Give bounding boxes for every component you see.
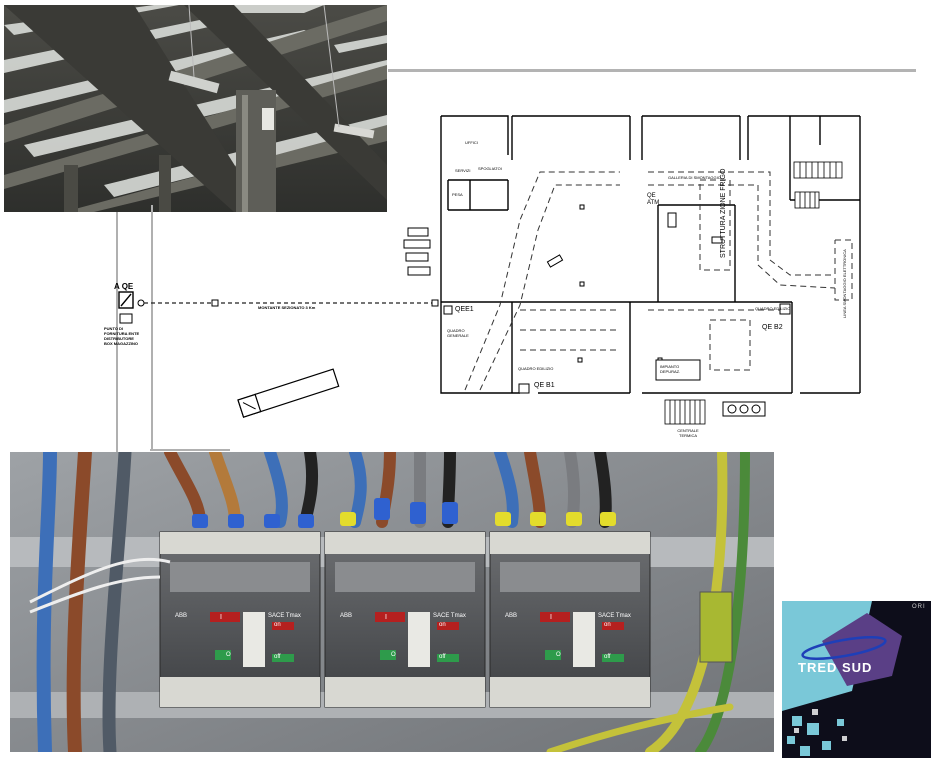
breaker-3-i: I [550, 614, 552, 621]
impianto-label: IMPIANTO DEPURAZ. [660, 364, 681, 374]
servizi-label: SERVIZI [455, 168, 471, 173]
ceiling-photo [4, 4, 387, 212]
breaker-1-off: off [274, 654, 281, 660]
breaker-3-on: on [604, 622, 611, 628]
spogliatoi-label: SPOGLIATOI [478, 166, 502, 171]
breaker-3-brand: ABB [505, 613, 518, 619]
breaker-1-model: SACE Tmax [268, 613, 301, 619]
logo-name: TRED SUD [798, 660, 873, 675]
breaker-1-o: O [226, 652, 231, 658]
quadro1-label: QUADRO GENERALE [447, 328, 469, 338]
qeb1-label: QE B1 [534, 382, 555, 389]
breaker-3-off: off [604, 654, 611, 660]
breaker-2-on: on [439, 622, 446, 628]
company-logo [782, 601, 931, 758]
breaker-2-o: O [391, 652, 396, 658]
qee1-label: QEE1 [455, 306, 474, 313]
ae-label: A QE [114, 282, 134, 291]
breaker-1-brand: ABB [175, 613, 188, 619]
ae-note: PUNTO DI FORNITURA ENTE DISTRIBUTORE BOX… [104, 326, 140, 346]
qe-atm-label: QE ATM [647, 193, 660, 206]
breaker-photo [10, 452, 774, 752]
quadro-b1-label: QUADRO EDILIZIO [518, 366, 554, 371]
breaker-3-o: O [556, 652, 561, 658]
linea-label: LINEA SMONTAGGIO ELETTRONICA [842, 249, 847, 318]
cable-label: MONTANTE SEZIONATO 3 Km [258, 305, 316, 310]
qeb2-label: QE B2 [762, 324, 783, 331]
breaker-3-model: SACE Tmax [598, 613, 631, 619]
galleria-label: GALLERIA DI SMONTAGGIO [668, 175, 721, 180]
logo-top-text: ORI [912, 604, 926, 610]
header-rule [388, 69, 916, 72]
frigo-label: STRUTTURA ZIONE FRIGO [720, 168, 727, 258]
breaker-1-i: I [220, 614, 222, 621]
quadro-b2-label: QUADRO EDILIZIO [755, 306, 791, 311]
breaker-2-brand: ABB [340, 613, 353, 619]
pesa-label: PESA [452, 192, 463, 197]
breaker-2-model: SACE Tmax [433, 613, 466, 619]
centrale-label: CENTRALE TERMICA [677, 428, 699, 438]
breaker-1-on: on [274, 622, 281, 628]
uffici-label: UFFICI [465, 140, 478, 145]
breaker-2-off: off [439, 654, 446, 660]
breaker-2-i: I [385, 614, 387, 621]
